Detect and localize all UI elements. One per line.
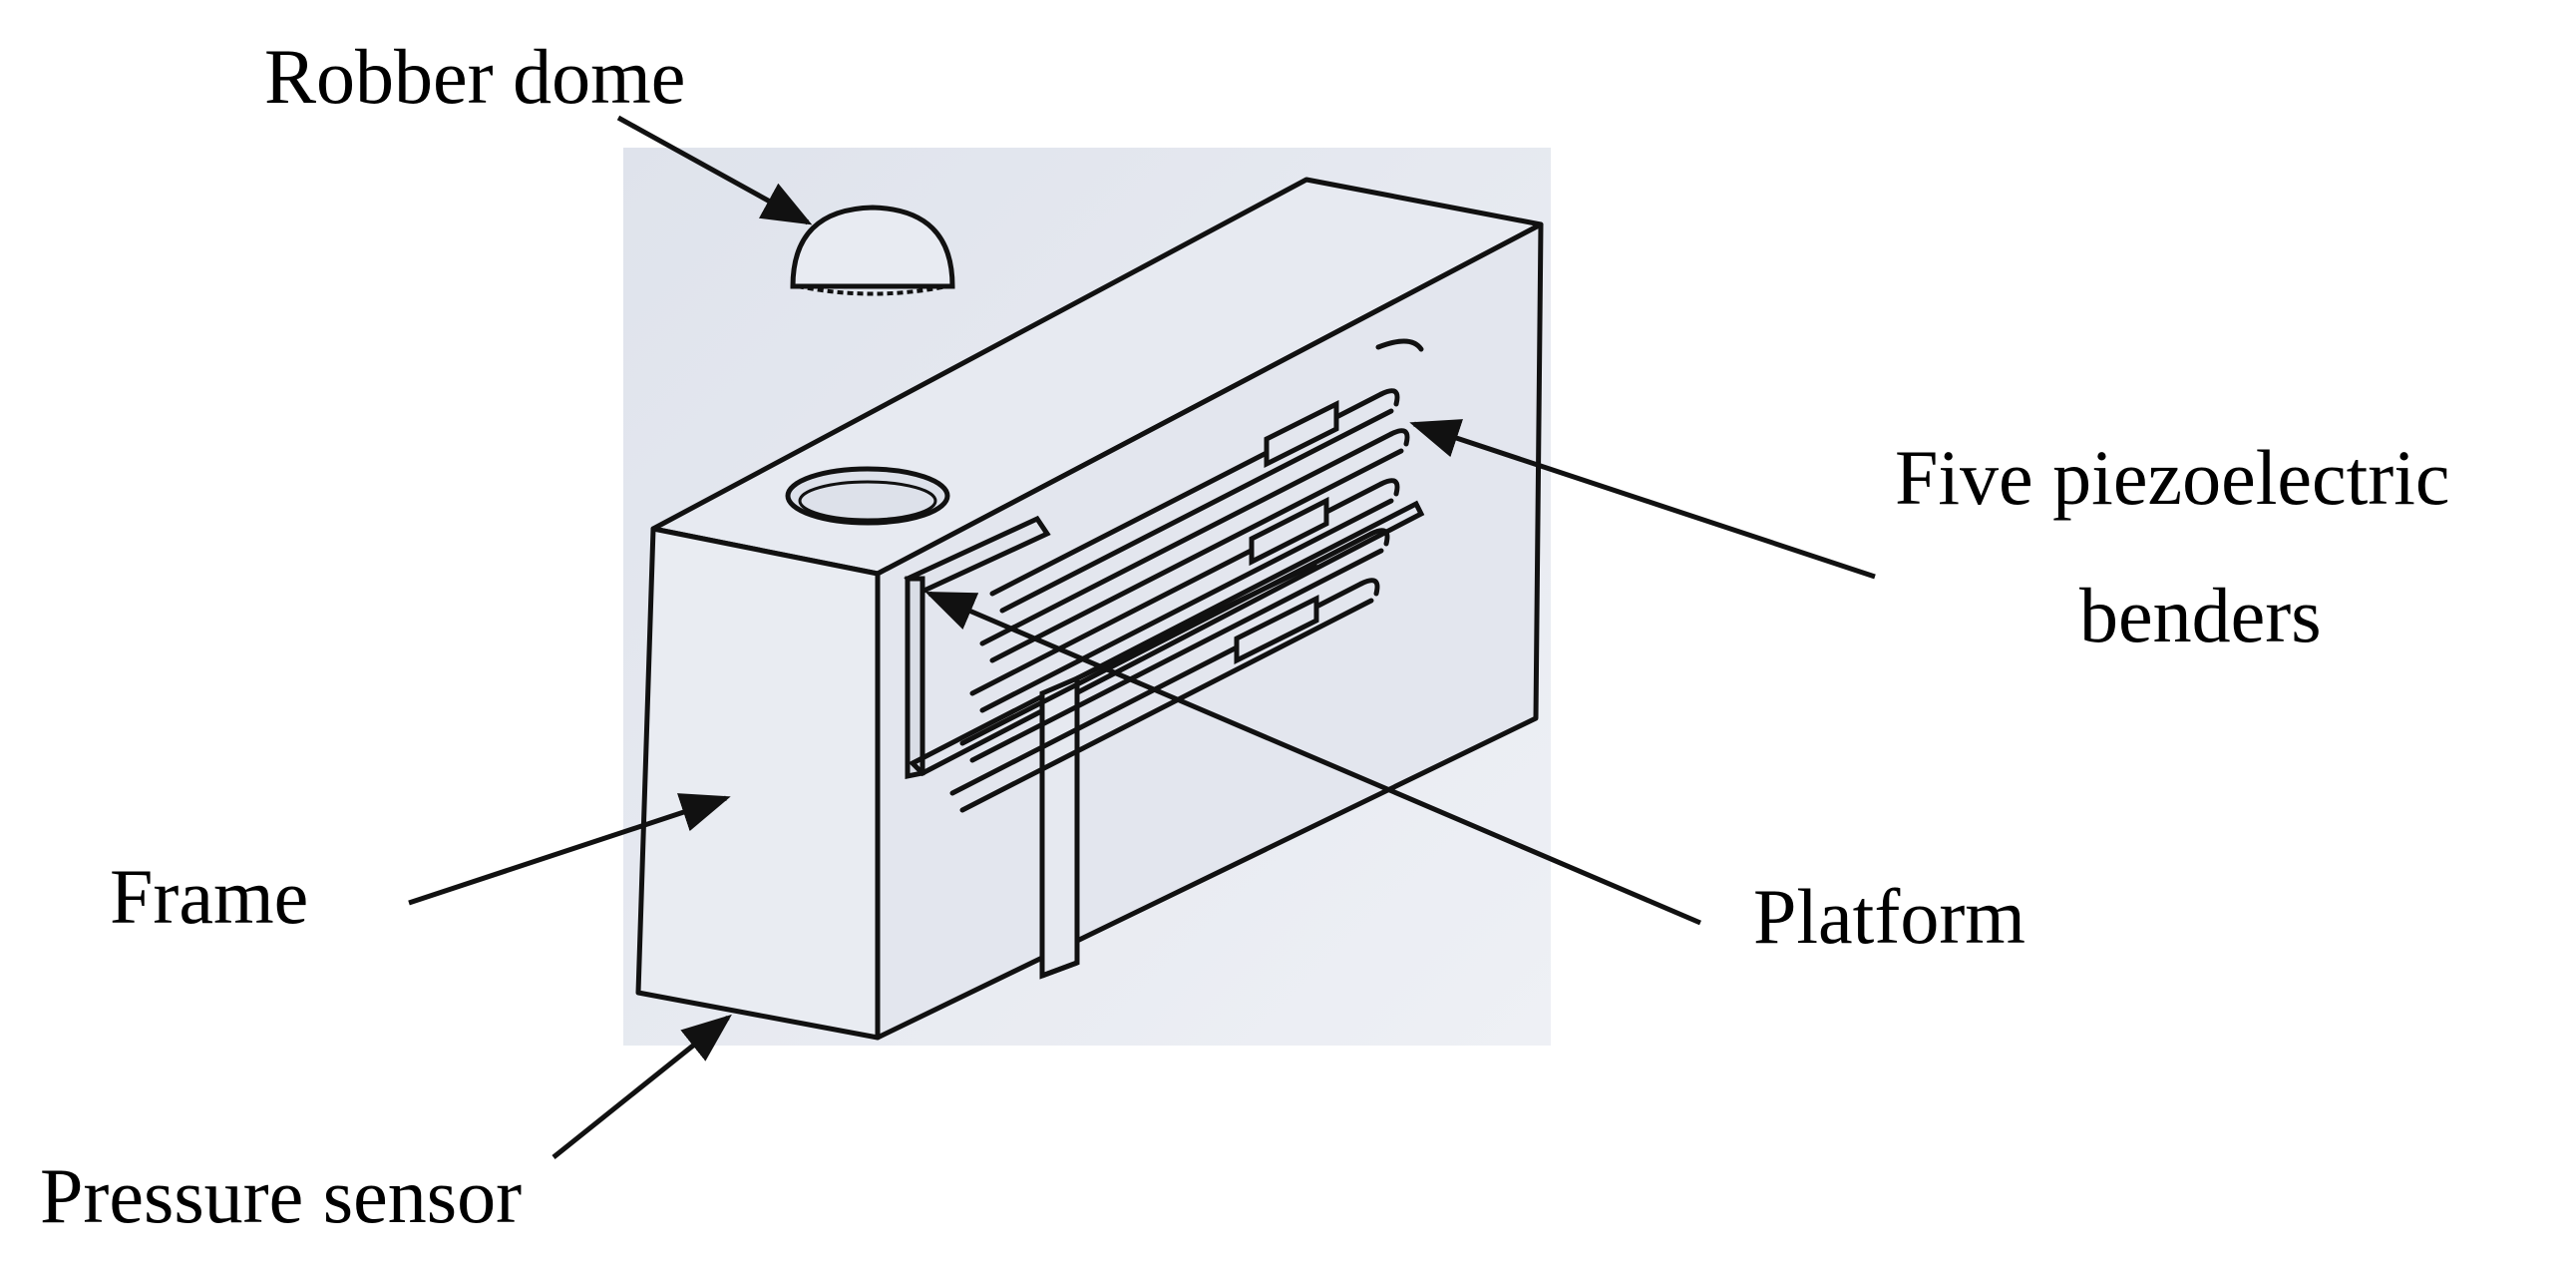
leader-lines (408, 115, 1876, 1159)
frame-front-face (635, 526, 881, 1041)
label-robber-dome: Robber dome (264, 33, 686, 120)
bender-4 (959, 528, 1390, 763)
label-frame: Frame (110, 853, 309, 940)
top-hole (785, 466, 950, 526)
bender-2 (979, 428, 1410, 663)
label-piezo-benders-line2: benders (2079, 572, 2322, 658)
label-platform: Platform (1753, 873, 2025, 960)
arrow-frame (408, 793, 731, 906)
arrow-dome (616, 115, 813, 225)
arrow-pressure (552, 1014, 732, 1159)
label-pressure-sensor: Pressure sensor (40, 1152, 523, 1239)
rubber-dome (790, 205, 955, 296)
arrow-platform (924, 591, 1701, 926)
slot-cutout (904, 500, 1425, 980)
arrow-benders (1409, 419, 1876, 580)
label-piezo-benders-line1: Five piezoelectric (1895, 434, 2450, 521)
top-hole-inner (798, 480, 937, 522)
piezo-benders (949, 338, 1424, 813)
